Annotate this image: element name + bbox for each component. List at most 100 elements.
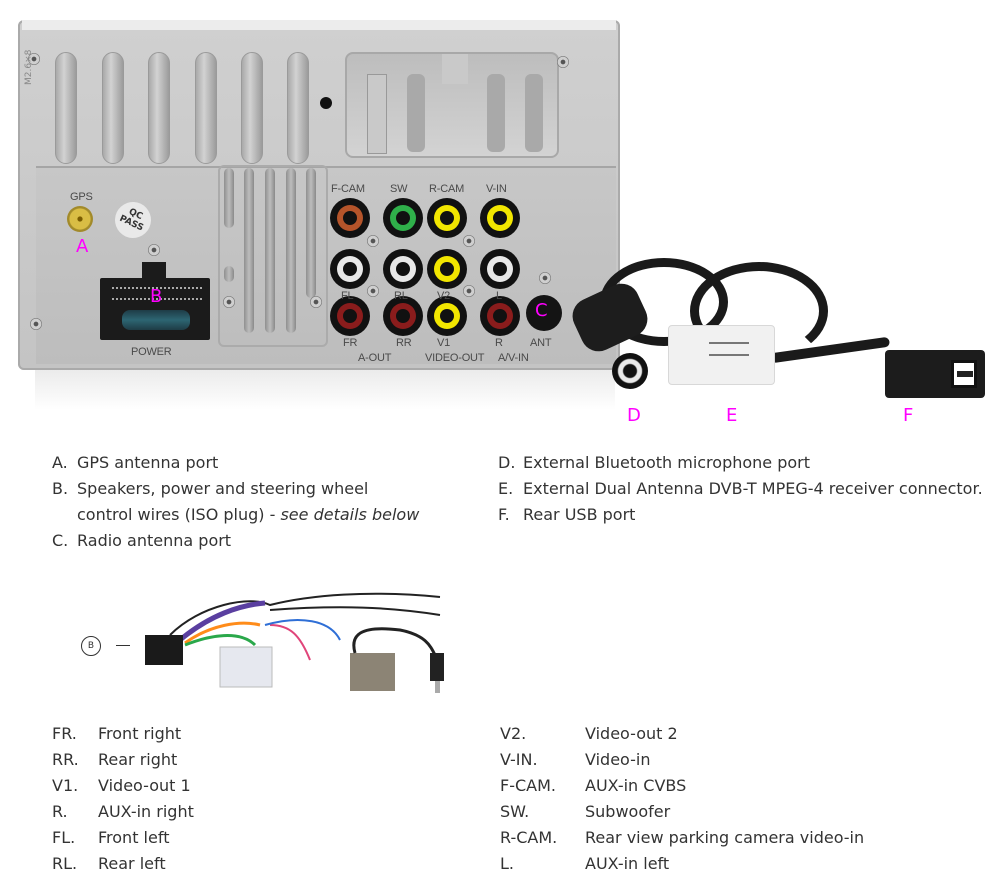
abbr-text: Front right bbox=[98, 724, 182, 743]
rca-label: FR bbox=[343, 337, 358, 349]
rca-jack bbox=[427, 198, 467, 238]
abbr-text: Front left bbox=[98, 828, 170, 847]
abbr-key: L. bbox=[500, 854, 514, 873]
abbr-text: Video-out 2 bbox=[585, 724, 678, 743]
iso-connector-tab bbox=[142, 262, 166, 280]
vent-slot bbox=[306, 168, 316, 298]
legend-right: D.External Bluetooth microphone port E.E… bbox=[498, 450, 983, 528]
harness-dash bbox=[116, 645, 130, 646]
abbr-key: V-IN. bbox=[500, 750, 538, 769]
legend-key: C. bbox=[52, 531, 69, 550]
abbr-item: SW. Subwoofer bbox=[500, 799, 864, 825]
abbr-text: Rear view parking camera video-in bbox=[585, 828, 865, 847]
gps-antenna-port bbox=[67, 206, 93, 232]
screw-icon bbox=[463, 235, 475, 247]
legend-key: B. bbox=[52, 479, 69, 498]
legend-item-continued: control wires (ISO plug) - see details b… bbox=[52, 502, 419, 528]
callout-e: E bbox=[726, 405, 738, 426]
screw-icon bbox=[367, 235, 379, 247]
rca-label: RR bbox=[396, 337, 412, 349]
screw-icon bbox=[30, 318, 42, 330]
radio-antenna-port bbox=[526, 295, 562, 331]
antenna-adapter bbox=[350, 653, 395, 691]
cooling-fin bbox=[287, 52, 309, 164]
legend-text: GPS antenna port bbox=[77, 453, 219, 472]
rca-hole bbox=[343, 211, 357, 225]
abbr-key: V2. bbox=[500, 724, 527, 743]
abbr-text: AUX-in right bbox=[98, 802, 194, 821]
abbr-text: Rear right bbox=[98, 750, 178, 769]
legend-text: control wires (ISO plug) - bbox=[77, 505, 281, 524]
legend-text: Radio antenna port bbox=[77, 531, 232, 550]
rca-label: F-CAM bbox=[331, 183, 365, 195]
rca-label: V2 bbox=[437, 290, 451, 302]
abbr-text: Subwoofer bbox=[585, 802, 671, 821]
abbr-item: FR.Front right bbox=[52, 721, 194, 747]
callout-c: C bbox=[535, 300, 548, 321]
screw-icon bbox=[223, 296, 235, 308]
legend-text: External Bluetooth microphone port bbox=[523, 453, 811, 472]
legend-text: External Dual Antenna DVB-T MPEG-4 recei… bbox=[523, 479, 983, 498]
rca-hole bbox=[343, 309, 357, 323]
cooling-fin bbox=[195, 52, 217, 164]
abbr-item: V1.Video-out 1 bbox=[52, 773, 194, 799]
rca-hole bbox=[493, 262, 507, 276]
rca-label: SW bbox=[390, 183, 408, 195]
abbr-item: V2. Video-out 2 bbox=[500, 721, 864, 747]
cable-loop bbox=[690, 262, 828, 360]
callout-d: D bbox=[627, 405, 641, 426]
abbreviations-left: FR.Front right RR. Rear right V1.Video-ou… bbox=[52, 721, 194, 877]
rca-label: FL bbox=[341, 290, 354, 302]
legend-left: A.GPS antenna port B.Speakers, power and… bbox=[52, 450, 419, 554]
callout-a: A bbox=[76, 236, 89, 257]
screw-icon bbox=[539, 272, 551, 284]
screw-icon bbox=[148, 244, 160, 256]
legend-text: Speakers, power and steering wheel bbox=[77, 479, 369, 498]
abbr-item: FL. Front left bbox=[52, 825, 194, 851]
vehicle-plug bbox=[219, 646, 273, 688]
gps-port-label: GPS bbox=[70, 191, 93, 203]
legend-item: E.External Dual Antenna DVB-T MPEG-4 rec… bbox=[498, 476, 983, 502]
abbr-item: R. AUX-in right bbox=[52, 799, 194, 825]
rca-hole bbox=[343, 262, 357, 276]
abbr-key: R. bbox=[52, 802, 68, 821]
legend-text: Rear USB port bbox=[523, 505, 636, 524]
legend-item: D.External Bluetooth microphone port bbox=[498, 450, 983, 476]
vent-slot bbox=[265, 168, 275, 333]
reflection bbox=[35, 370, 615, 410]
abbr-item: RL.Rear left bbox=[52, 851, 194, 877]
abbr-key: SW. bbox=[500, 802, 530, 821]
abbr-key: RR. bbox=[52, 750, 79, 769]
screw-icon bbox=[310, 296, 322, 308]
antenna-plug bbox=[430, 653, 444, 681]
rca-hole bbox=[493, 211, 507, 225]
rca-label: V-IN bbox=[486, 183, 507, 195]
vent-frame bbox=[218, 165, 328, 347]
cooling-fin bbox=[241, 52, 263, 164]
rca-hole bbox=[440, 309, 454, 323]
abbr-key: R-CAM. bbox=[500, 828, 558, 847]
vent-slot bbox=[224, 168, 234, 228]
abbr-key: V1. bbox=[52, 776, 79, 795]
bluetooth-mic-port bbox=[612, 353, 648, 389]
screw-icon bbox=[557, 56, 569, 68]
harness-badge-b: B bbox=[81, 636, 101, 656]
abbr-text: Video-in bbox=[585, 750, 651, 769]
rca-jack bbox=[383, 198, 423, 238]
fuse-icon bbox=[122, 310, 190, 330]
heatsink-pattern bbox=[345, 52, 559, 158]
av-in-label: A/V-IN bbox=[498, 352, 529, 364]
rca-jack bbox=[427, 296, 467, 336]
abbr-key: FL. bbox=[52, 828, 76, 847]
legend-item: B. Speakers, power and steering wheel bbox=[52, 476, 419, 502]
rca-jack bbox=[383, 249, 423, 289]
abbreviations-right: V2.Video-out 2 V-IN.Video-in F-CAM.AUX-i… bbox=[500, 721, 864, 877]
rca-hole bbox=[440, 211, 454, 225]
rca-jack bbox=[427, 249, 467, 289]
rca-jack bbox=[480, 296, 520, 336]
abbr-text: AUX-in CVBS bbox=[585, 776, 687, 795]
abbr-key: RL. bbox=[52, 854, 78, 873]
abbr-text: AUX-in left bbox=[585, 854, 670, 873]
rca-label: L bbox=[496, 290, 502, 302]
rca-jack bbox=[480, 198, 520, 238]
